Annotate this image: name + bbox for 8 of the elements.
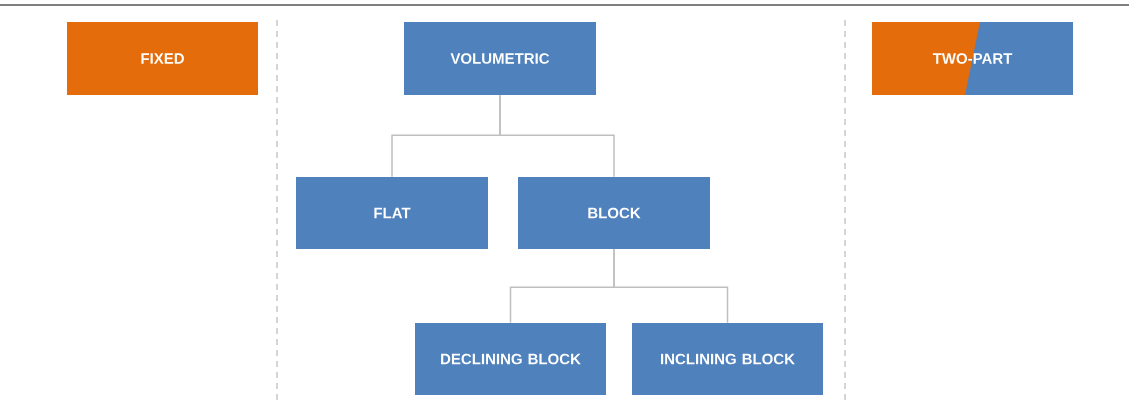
connector	[499, 94, 615, 178]
process-box: BLOCK	[518, 177, 710, 249]
process-box: INCLINING BLOCK	[632, 323, 823, 395]
process-box: VOLUMETRIC	[404, 22, 596, 95]
process-box: FIXED	[67, 22, 258, 95]
process-box: DECLINING BLOCK	[415, 323, 606, 395]
connector	[613, 248, 729, 324]
process-box: FLAT	[296, 177, 488, 249]
